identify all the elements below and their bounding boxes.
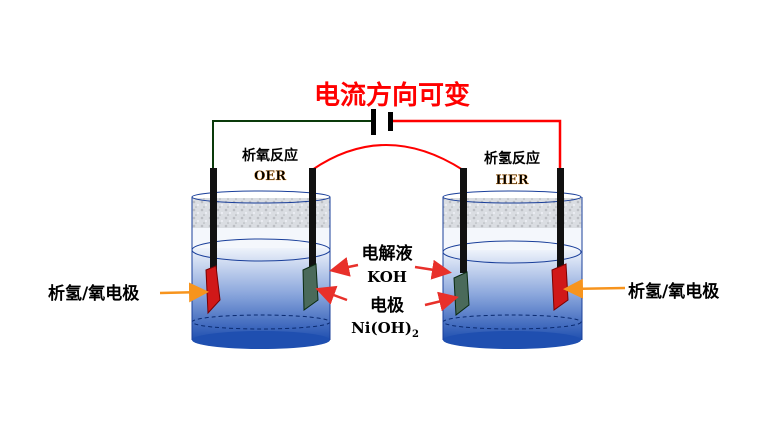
arrow-electrode-right — [424, 291, 459, 312]
arrow-electrode-left — [315, 285, 348, 305]
electrode-formula: Ni(OH)2 — [351, 319, 419, 340]
battery-plate-long — [371, 109, 376, 135]
electrolyte-formula: KOH — [367, 268, 407, 286]
rod-left-inner — [309, 168, 316, 268]
electrolyte-label: 电解液 — [362, 243, 413, 264]
title: 电流方向可变 — [314, 80, 470, 111]
rod-right-outer — [557, 168, 564, 268]
battery-plate-short — [388, 112, 393, 131]
connecting-wire — [311, 144, 464, 171]
right-reaction-label: 析氢反应 — [484, 150, 540, 167]
left-reaction-abbr: OER — [254, 169, 286, 184]
left-side-label: 析氢/氧电极 — [48, 283, 139, 304]
arrow-electrolyte-right — [414, 259, 452, 280]
electrode-formula-subscript: 2 — [412, 329, 419, 340]
red-wire — [390, 119, 562, 170]
green-wire — [212, 120, 373, 170]
left-reaction-label: 析氧反应 — [242, 147, 298, 164]
arrow-electrolyte-left — [329, 257, 359, 277]
right-side-label: 析氢/氧电极 — [628, 281, 719, 302]
rod-right-inner — [460, 168, 467, 273]
right-reaction-abbr: HER — [496, 173, 529, 188]
arrow-side-left — [159, 282, 209, 303]
electrode-label: 电极 — [370, 295, 404, 316]
rod-left-outer — [210, 168, 217, 273]
electrode-formula-main: Ni(OH) — [351, 319, 412, 337]
arrow-side-right — [563, 278, 626, 299]
